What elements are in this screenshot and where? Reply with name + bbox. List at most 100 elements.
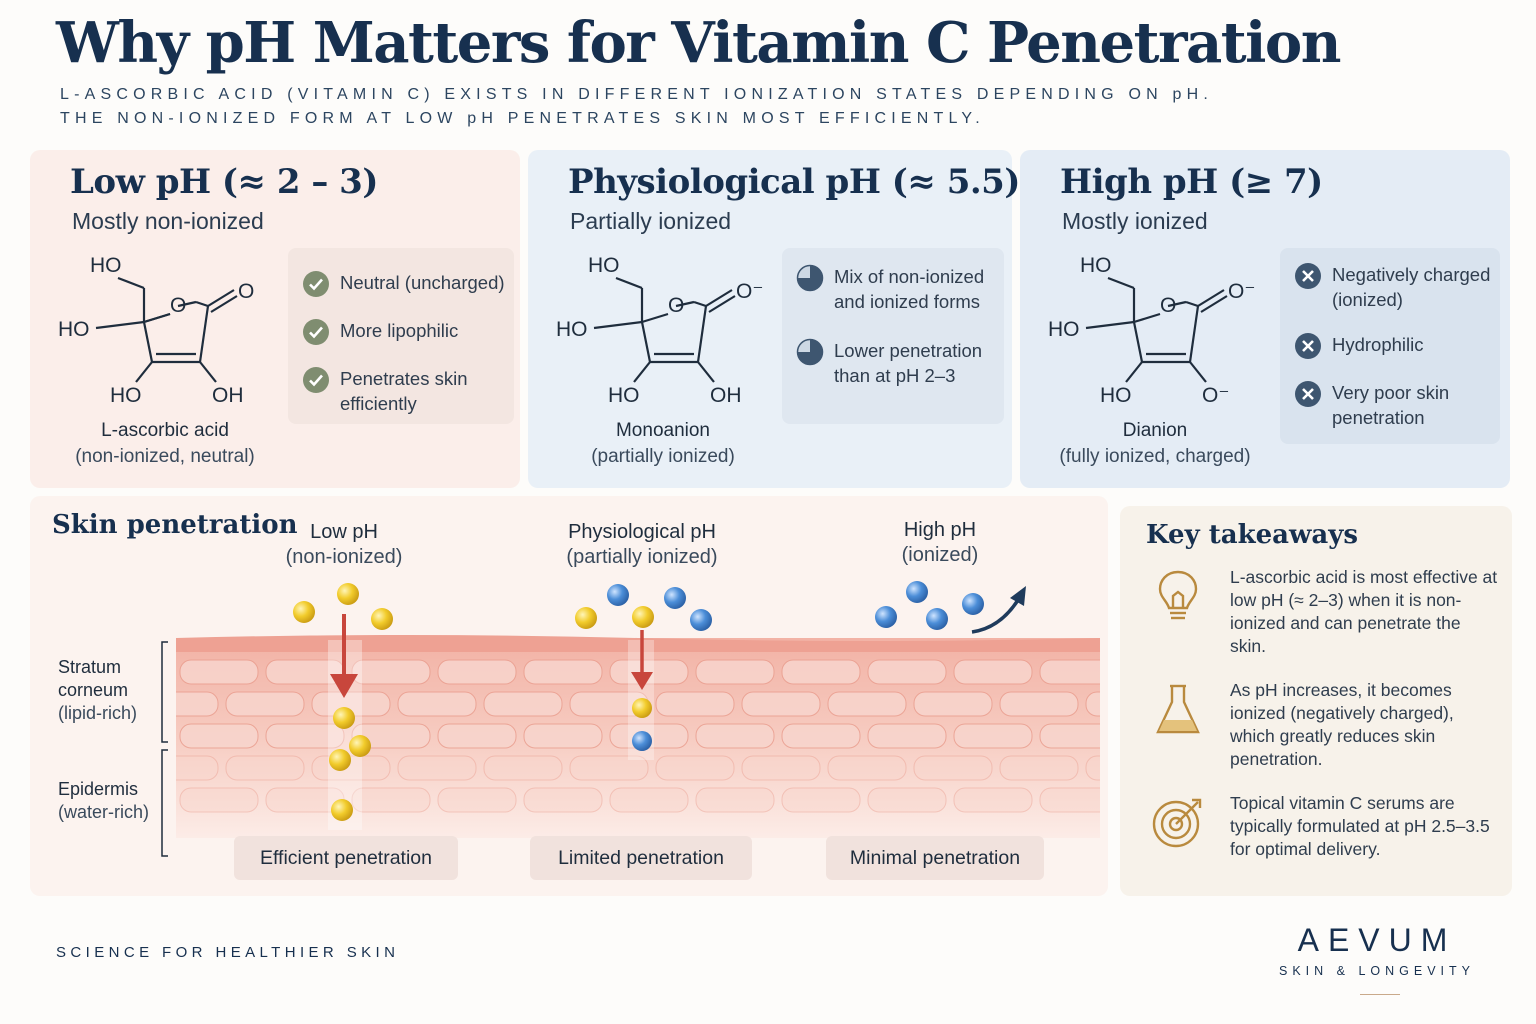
- skin-cell: [351, 723, 431, 749]
- column-header-low: Low pH (non-ionized): [234, 520, 454, 570]
- skin-cell: [351, 787, 431, 813]
- feature-item: Hydrophilic: [1294, 332, 1502, 360]
- brand-divider: [1360, 994, 1400, 995]
- panel-physiological-ph: Physiological pH (≈ 5.5) Partially ioniz…: [528, 150, 1020, 488]
- feature-text: Hydrophilic: [1332, 334, 1424, 355]
- feature-box: Negatively charged (ionized) Hydrophilic…: [1280, 248, 1500, 444]
- skin-cell: [569, 755, 649, 781]
- feature-item: Neutral (uncharged): [302, 270, 510, 298]
- feature-box: Neutral (uncharged) More lipophilic Pene…: [288, 248, 514, 424]
- mol-label-ho-bottom: HO: [608, 384, 640, 402]
- skin-cell: [953, 659, 1033, 685]
- feature-text: Mix of non-ionized and ionized forms: [834, 266, 985, 312]
- key-takeaways-title: Key takeaways: [1146, 520, 1358, 550]
- mol-label-carbonyl: O: [238, 280, 254, 303]
- skin-cell: [655, 755, 735, 781]
- subtitle-line-1: L-ASCORBIC ACID (VITAMIN C) EXISTS IN DI…: [60, 86, 1213, 103]
- x-circle-icon: [1295, 333, 1321, 359]
- skin-cell: [265, 723, 345, 749]
- panel-low-ph: Low pH (≈ 2 – 3) Mostly non-ionized HO H…: [30, 150, 520, 488]
- column-sub: (ionized): [901, 544, 979, 566]
- skin-cell: [695, 659, 775, 685]
- skin-cell: [176, 755, 219, 781]
- molecule-name: Dianion: [1122, 420, 1188, 441]
- skin-cell: [741, 755, 821, 781]
- skin-cell: [999, 755, 1079, 781]
- skin-cell: [225, 755, 305, 781]
- mol-label-ho-bottom: HO: [110, 384, 142, 402]
- column-header-physiological: Physiological pH (partially ionized): [532, 520, 752, 570]
- skin-cell: [781, 787, 861, 813]
- feature-text: Penetrates skin efficiently: [340, 368, 468, 414]
- molecule-desc: (fully ionized, charged): [1059, 446, 1251, 467]
- skin-cell: [179, 723, 259, 749]
- skin-cell: [523, 659, 603, 685]
- skin-cell: [827, 691, 907, 717]
- skin-cell: [655, 691, 735, 717]
- layer-name: corneum: [58, 680, 129, 700]
- check-circle-icon: [303, 319, 329, 345]
- skin-cell: [437, 659, 517, 685]
- panel-state: Partially ionized: [570, 208, 732, 234]
- skin-cell: [867, 723, 947, 749]
- feature-item: Mix of non-ionized and ionized forms: [796, 264, 1004, 314]
- feature-text: Very poor skin penetration: [1332, 382, 1450, 428]
- check-circle-icon: [303, 367, 329, 393]
- result-pill-efficient: Efficient penetration: [234, 836, 458, 880]
- skin-cell: [1039, 659, 1100, 685]
- feature-item: Very poor skin penetration: [1294, 380, 1502, 430]
- mol-label-ring-o: O: [668, 294, 684, 317]
- brand-logo: AEVUM: [1297, 922, 1457, 958]
- skin-cell: [523, 787, 603, 813]
- skin-cell: [867, 659, 947, 685]
- skin-cell: [827, 755, 907, 781]
- skin-cell: [781, 659, 861, 685]
- result-pill-minimal: Minimal penetration: [826, 836, 1044, 880]
- mol-label-ring-o: O: [1160, 294, 1176, 317]
- quarter-circle-icon: [796, 264, 824, 292]
- mol-label-ho-bottom: HO: [1100, 384, 1132, 402]
- skin-cell: [179, 659, 259, 685]
- subtitle-line-2: THE NON-IONIZED FORM AT LOW pH PENETRATE…: [60, 110, 985, 127]
- skin-cell: [953, 787, 1033, 813]
- flask-icon: [1156, 684, 1200, 734]
- takeaway-text: Topical vitamin C serums are typically f…: [1230, 793, 1490, 859]
- molecule-name: L-ascorbic acid: [101, 420, 229, 441]
- mol-label-ring-o: O: [170, 294, 186, 317]
- skin-cell: [741, 691, 821, 717]
- feature-item: Lower penetration than at pH 2–3: [796, 338, 1004, 388]
- layer-label-stratum-corneum: Stratum corneum (lipid-rich): [58, 656, 137, 725]
- skin-cell: [397, 755, 477, 781]
- layer-sub: (water-rich): [58, 802, 150, 822]
- molecule-desc: (partially ionized): [591, 446, 735, 467]
- layer-sub: (lipid-rich): [58, 703, 138, 723]
- skin-cell: [176, 691, 219, 717]
- skin-cell: [695, 787, 775, 813]
- mol-label-carbonyl: O⁻: [736, 280, 763, 303]
- mol-label-ho-left: HO: [1048, 318, 1080, 341]
- takeaway-text: As pH increases, it becomes ionized (neg…: [1230, 680, 1454, 769]
- skin-cell: [351, 659, 431, 685]
- skin-cell: [483, 755, 563, 781]
- lightbulb-icon: [1158, 570, 1198, 620]
- panel-state: Mostly non-ionized: [72, 208, 264, 234]
- result-pill-limited: Limited penetration: [530, 836, 752, 880]
- layer-name: Stratum: [58, 657, 122, 677]
- mol-label-ho-top: HO: [588, 254, 620, 277]
- feature-item: Penetrates skin efficiently: [302, 366, 510, 416]
- skin-cell: [437, 787, 517, 813]
- panel-high-ph: High pH (≥ 7) Mostly ionized HO HO O O⁻ …: [1020, 150, 1510, 488]
- dianion-structure: HO HO O O⁻ HO O⁻: [1048, 254, 1255, 402]
- column-label: Physiological pH: [568, 521, 716, 543]
- mol-label-ho-left: HO: [556, 318, 588, 341]
- skin-cell: [397, 691, 477, 717]
- skin-cell: [1085, 755, 1100, 781]
- feature-text: Neutral (uncharged): [340, 272, 505, 293]
- skin-layers-illustration: [176, 635, 1100, 838]
- mol-label-ho-left: HO: [58, 318, 90, 341]
- key-takeaways-card: [1120, 506, 1512, 896]
- monoanion-structure: HO HO O O⁻ HO OH: [556, 254, 763, 402]
- skin-cell: [913, 691, 993, 717]
- molecule-desc: (non-ionized, neutral): [75, 446, 255, 467]
- x-circle-icon: [1295, 381, 1321, 407]
